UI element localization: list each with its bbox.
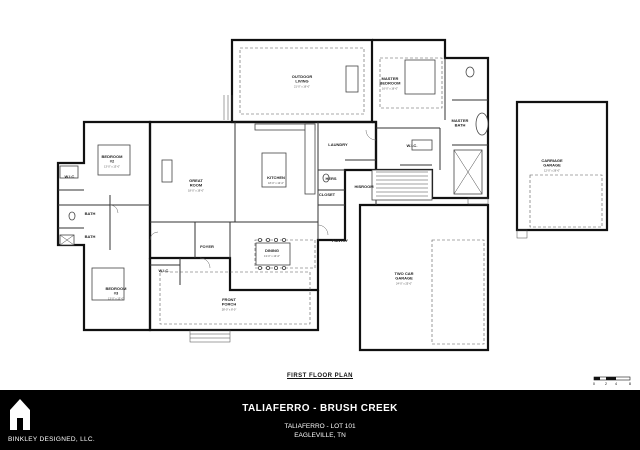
- laundry-label: LAUNDRY: [328, 142, 348, 147]
- pantry-label: PANTRY: [332, 238, 348, 243]
- scale-bar: 0 2 4 8: [593, 376, 631, 386]
- dining-dimension: 13'-0" x 13'-0": [264, 254, 280, 258]
- dining-label: DINING: [265, 248, 279, 253]
- city-line: EAGLEVILLE, TN: [294, 432, 346, 439]
- scale-label: 0: [593, 382, 595, 386]
- wic-label: W.I.C.: [407, 143, 418, 148]
- scale-label: 2: [605, 382, 607, 386]
- front-porch-dimension: 28'-0" x 8'-0": [222, 308, 237, 312]
- two-car-garage-wall: [358, 203, 490, 352]
- kitchen-label: KITCHEN: [267, 175, 285, 180]
- title-block: BINKLEY DESIGNED, LLC. TALIAFERRO - BRUS…: [0, 390, 640, 450]
- front-porch-wall: [148, 258, 320, 332]
- great-room-dimension: 18'-0" x 19'-0": [188, 189, 204, 193]
- carriage-garage-wall: [515, 100, 609, 232]
- scale-label: 8: [629, 382, 631, 386]
- firm-name: BINKLEY DESIGNED, LLC.: [8, 436, 96, 443]
- two-car-garage-dimension: 24'-0" x 25'-0": [396, 282, 412, 286]
- wic-bed3-label: W.I.C.: [159, 268, 170, 273]
- scale-label: 4: [615, 382, 617, 386]
- hers-label: HERS: [325, 176, 336, 181]
- house-logo-icon: [10, 399, 30, 430]
- kitchen-dimension: 18'-0" x 13'-0": [268, 181, 284, 185]
- outdoor-living-dimension: 21'-0" x 16'-0": [294, 85, 310, 89]
- bath-lower-label: BATH: [85, 234, 96, 239]
- closet-label: CLOSET: [319, 192, 336, 197]
- carriage-garage-dimension: 12'-0" x 26'-0": [544, 169, 560, 173]
- plan-title: FIRST FLOOR PLAN: [287, 373, 353, 379]
- lot-line: TALIAFERRO - LOT 101: [284, 423, 356, 430]
- bedroom3-dimension: 13'-0" x 13'-0": [108, 297, 124, 301]
- hisroom-label: HISROOM: [354, 184, 374, 189]
- bath-upper-label: BATH: [85, 211, 96, 216]
- bedroom2-label: BEDROOM#2: [102, 154, 124, 164]
- foyer-label: FOYER: [200, 244, 214, 249]
- master-bedroom-dimension: 16'-0" x 16'-0": [382, 87, 398, 91]
- wic-left-label: W.I.C.: [65, 174, 76, 179]
- project-title: TALIAFERRO - BRUSH CREEK: [242, 403, 398, 414]
- left-wing-wall: [56, 120, 152, 332]
- bedroom2-dimension: 13'-0" x 13'-0": [104, 165, 120, 169]
- bedroom3-label: BEDROOM#3: [106, 286, 128, 296]
